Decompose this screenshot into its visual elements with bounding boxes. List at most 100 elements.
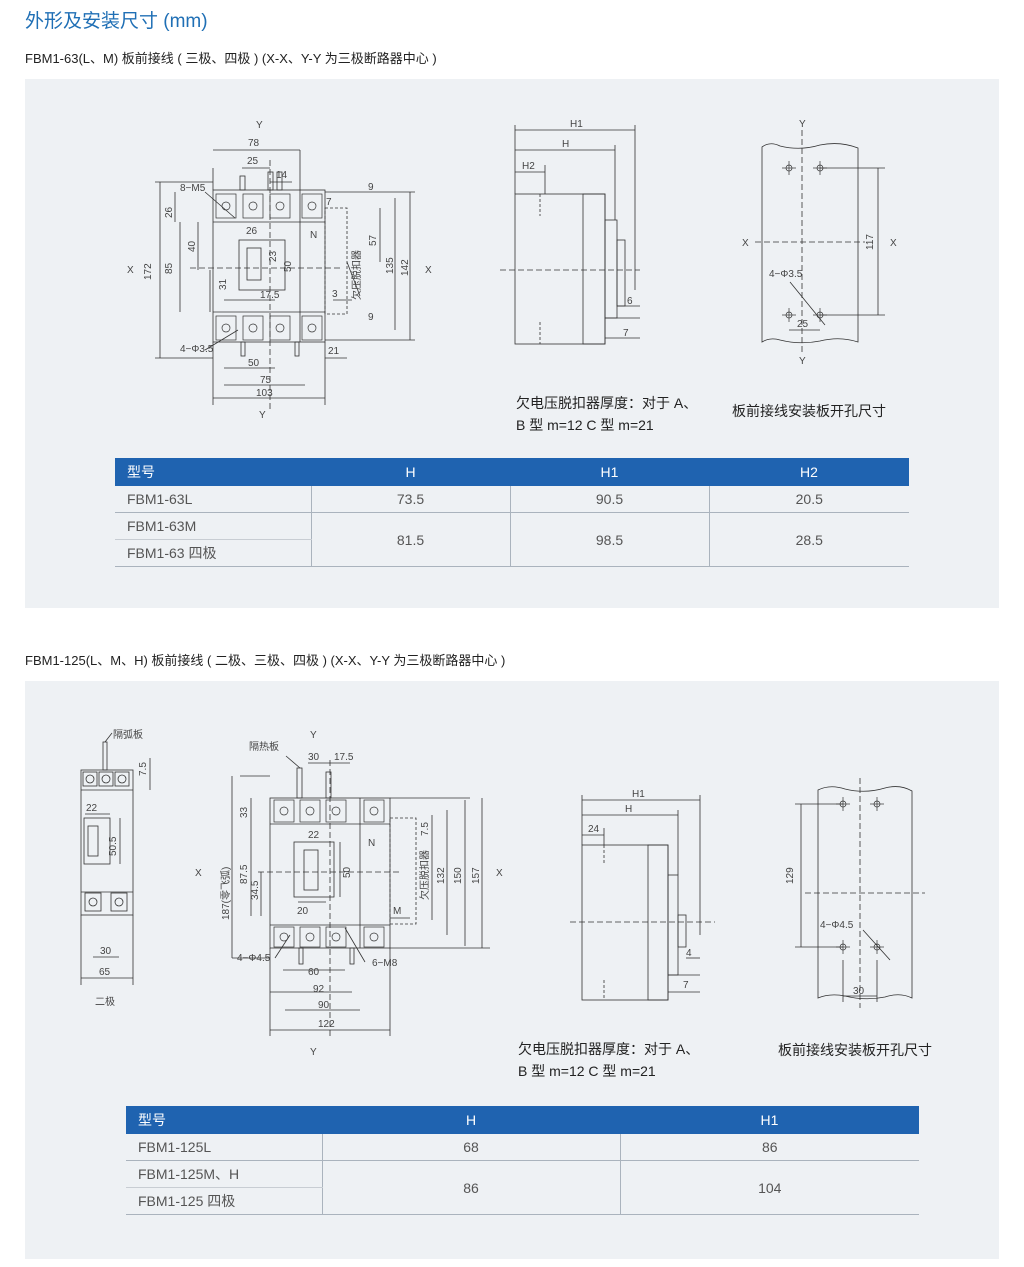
s1-th-h: H bbox=[311, 458, 510, 486]
s2-front-y-top: Y bbox=[310, 730, 317, 741]
s1-cutout-117: 117 bbox=[865, 234, 876, 250]
s1-r3-model: FBM1-63 四极 bbox=[115, 539, 311, 567]
s1-front-view bbox=[155, 149, 415, 410]
s1-label-N: N bbox=[310, 230, 317, 241]
s1-cutout-labels: Y Y X X 117 4−Φ3.5 25 bbox=[742, 119, 897, 367]
s1-dim-9a: 9 bbox=[368, 182, 374, 193]
s2-dim-50: 50 bbox=[342, 866, 353, 878]
s1-side-6: 6 bbox=[627, 296, 633, 307]
s1-note-line1: 欠电压脱扣器厚度：对于 A、 bbox=[516, 395, 698, 411]
s2-r3-model: FBM1-125 四极 bbox=[126, 1187, 322, 1215]
s2-dim-7-5: 7.5 bbox=[420, 822, 431, 836]
s2-twopole-50-5: 50.5 bbox=[108, 836, 119, 856]
s1-dim-21: 21 bbox=[328, 346, 340, 357]
s1-dim-78: 78 bbox=[248, 138, 260, 149]
s2-dim-122: 122 bbox=[318, 1019, 335, 1030]
s1-side-H1: H1 bbox=[570, 119, 583, 130]
s1-th-h1: H1 bbox=[510, 458, 709, 486]
s2-label-m8: 6−M8 bbox=[372, 958, 398, 969]
s1-note-line2: B 型 m=12 C 型 m=21 bbox=[516, 417, 654, 433]
table-row: FBM1-63L 73.5 90.5 20.5 bbox=[115, 486, 909, 513]
page-title: 外形及安装尺寸 (mm) bbox=[25, 11, 208, 32]
s2-side-labels: H1 H 24 4 7 bbox=[588, 789, 692, 991]
s2-dim-20: 20 bbox=[297, 906, 309, 917]
s1-cutout-hole: 4−Φ3.5 bbox=[769, 269, 803, 280]
s1-side-7: 7 bbox=[623, 328, 629, 339]
s1-label-uv: 欠压脱扣器 bbox=[350, 250, 363, 300]
s1-r1-h: 73.5 bbox=[310, 486, 510, 513]
s2-note-line2: B 型 m=12 C 型 m=21 bbox=[518, 1063, 656, 1079]
s2-dim-157: 157 bbox=[471, 867, 482, 884]
s1-dim-23: 23 bbox=[268, 250, 279, 262]
s2-r1-h1: 86 bbox=[619, 1134, 919, 1161]
s1-dim-31: 31 bbox=[218, 278, 229, 290]
table-row: FBM1-125L 68 86 bbox=[126, 1134, 919, 1161]
s2-table-header: 型号 H H1 bbox=[126, 1106, 919, 1134]
s2-heat-label: 隔热板 bbox=[249, 740, 279, 753]
s2-front-x-right: X bbox=[496, 868, 503, 879]
s2-label-N: N bbox=[368, 838, 375, 849]
s1-front-labels: Y Y X X 78 25 14 8−M5 9 7 N 26 17.5 9 3 … bbox=[127, 120, 432, 421]
s2-dim-92: 92 bbox=[313, 984, 325, 995]
s1-front-x-right: X bbox=[425, 265, 432, 276]
s2-r2-h1: 104 bbox=[619, 1160, 919, 1215]
s2-r1-h: 68 bbox=[321, 1134, 620, 1161]
s1-dim-57: 57 bbox=[368, 234, 379, 246]
s1-dim-26v: 26 bbox=[164, 206, 175, 218]
s1-cutout-25: 25 bbox=[797, 319, 809, 330]
s1-dim-25: 25 bbox=[247, 156, 259, 167]
s1-dim-85: 85 bbox=[164, 262, 175, 274]
s2-caption: 板前接线安装板开孔尺寸 bbox=[778, 1042, 932, 1058]
table-row: FBM1-125M、H 86 104 bbox=[126, 1160, 919, 1215]
s2-dim-22: 22 bbox=[308, 830, 320, 841]
s2-label-uv: 欠压脱扣器 bbox=[418, 850, 431, 900]
s2-note-line1: 欠电压脱扣器厚度：对于 A、 bbox=[518, 1041, 700, 1057]
s1-dim-75: 75 bbox=[260, 375, 272, 386]
s1-cutout-y-bottom: Y bbox=[799, 356, 806, 367]
s1-dim-40: 40 bbox=[187, 240, 198, 252]
s2-twopole-label: 二极 bbox=[95, 995, 115, 1008]
s1-side-labels: H1 H H2 6 7 bbox=[522, 119, 633, 339]
s1-dim-135: 135 bbox=[385, 257, 396, 274]
s2-twopole-7-5: 7.5 bbox=[138, 762, 149, 776]
section1-heading: FBM1-63(L、M) 板前接线 ( 三极、四极 ) (X-X、Y-Y 为三极… bbox=[25, 51, 437, 66]
s2-twopole-30: 30 bbox=[100, 946, 112, 957]
s2-side-7: 7 bbox=[683, 980, 689, 991]
s2-cutout-30: 30 bbox=[853, 986, 865, 997]
s1-label-m5: 8−M5 bbox=[180, 183, 206, 194]
s1-r1-h1: 90.5 bbox=[509, 486, 709, 513]
s2-th-model: 型号 bbox=[126, 1106, 322, 1134]
s1-side-view bbox=[500, 125, 640, 345]
s2-side-4: 4 bbox=[686, 948, 692, 959]
s1-side-H: H bbox=[562, 139, 569, 150]
s2-label-M: M bbox=[393, 906, 401, 917]
s1-dim-50h: 50 bbox=[248, 358, 260, 369]
s1-dim-103: 103 bbox=[256, 388, 273, 399]
s1-dim-172: 172 bbox=[143, 263, 154, 280]
s2-side-view bbox=[570, 795, 715, 1001]
s2-front-x-left: X bbox=[195, 868, 202, 879]
s1-r1-h2: 20.5 bbox=[708, 486, 909, 513]
s1-front-y-bottom: Y bbox=[259, 410, 266, 421]
s1-dim-26h: 26 bbox=[246, 226, 258, 237]
s1-dim-17-5: 17.5 bbox=[260, 290, 280, 301]
s2-r2-h: 86 bbox=[321, 1160, 620, 1215]
s2-cutout-129: 129 bbox=[785, 867, 796, 884]
s2-twopole-barrier: 隔弧板 bbox=[113, 728, 143, 741]
s2-th-h: H bbox=[322, 1106, 620, 1134]
s2-side-H: H bbox=[625, 804, 632, 815]
s2-dim-60: 60 bbox=[308, 967, 320, 978]
s2-twopole-65: 65 bbox=[99, 967, 111, 978]
s2-dim-187: 187(零飞弧) bbox=[219, 867, 232, 920]
s2-twopole-labels: 隔弧板 7.5 22 50.5 30 65 二极 bbox=[86, 728, 149, 1008]
s1-dim-7: 7 bbox=[326, 197, 332, 208]
s1-cutout-x-right: X bbox=[890, 238, 897, 249]
s1-label-hole: 4−Φ3.5 bbox=[180, 344, 214, 355]
s2-dim-17-5: 17.5 bbox=[334, 752, 354, 763]
s2-spec-table: 型号 H H1 FBM1-125L 68 86 FBM1-125M、H 86 1… bbox=[126, 1106, 919, 1215]
s2-dim-34-5: 34.5 bbox=[250, 880, 261, 900]
s1-dim-3: 3 bbox=[332, 289, 338, 300]
s1-dim-142: 142 bbox=[400, 259, 411, 276]
s2-dim-87-5: 87.5 bbox=[239, 864, 250, 884]
